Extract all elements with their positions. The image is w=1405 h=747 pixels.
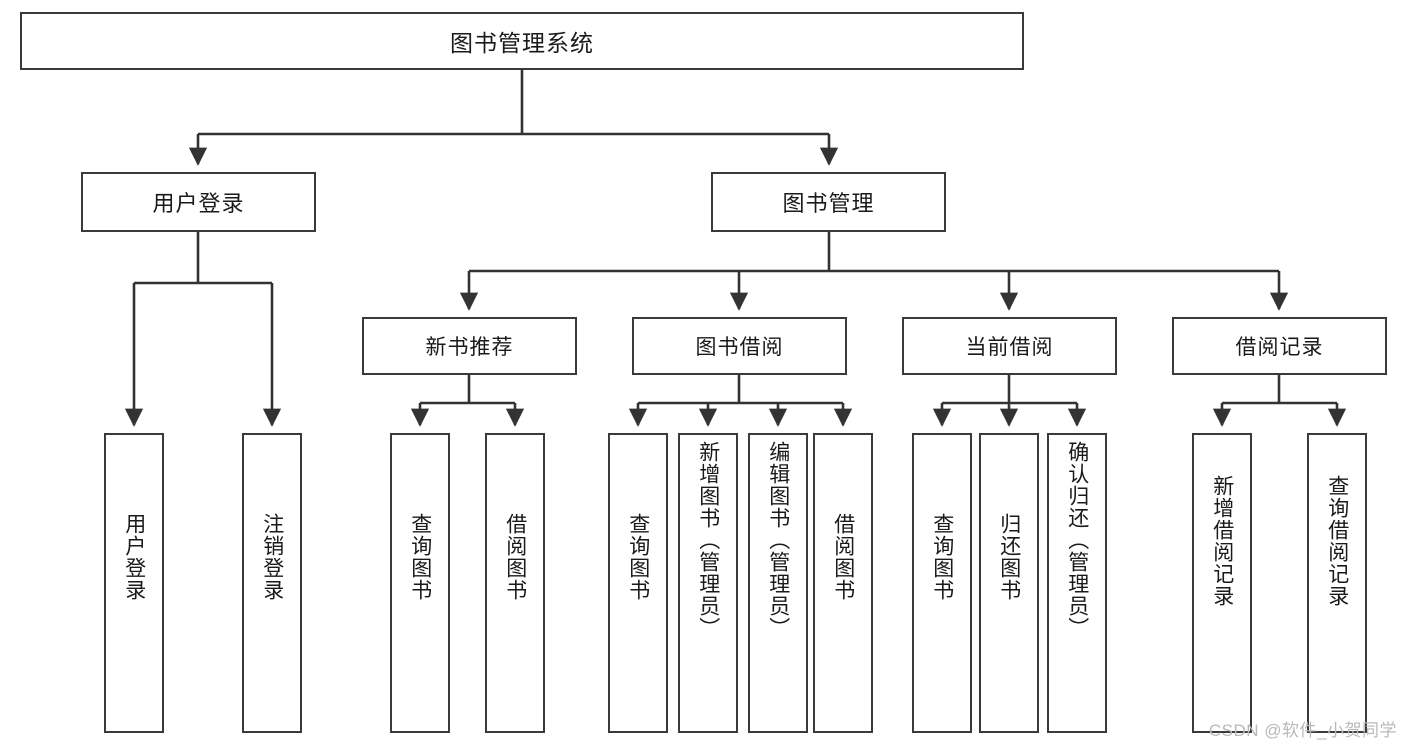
node-borrow-record[interactable]: 借阅记录: [1172, 317, 1387, 375]
node-leaf-add-book[interactable]: 新增图书（管理员）: [678, 433, 738, 733]
node-borrow-record-label: 借阅记录: [1235, 336, 1324, 359]
node-leaf-borrow-book-1-label: 借阅图书: [503, 513, 527, 601]
node-root-label: 图书管理系统: [450, 30, 594, 56]
node-current-borrow-label: 当前借阅: [965, 336, 1054, 359]
node-leaf-add-record-label: 新增借阅记录: [1210, 475, 1234, 607]
node-root[interactable]: 图书管理系统: [20, 12, 1024, 70]
node-leaf-query-record-label: 查询借阅记录: [1325, 475, 1349, 607]
csdn-watermark: CSDN @软件_小贺同学: [1208, 721, 1397, 740]
node-leaf-query-book-3[interactable]: 查询图书: [912, 433, 972, 733]
node-new-book-recommend[interactable]: 新书推荐: [362, 317, 577, 375]
node-leaf-add-record[interactable]: 新增借阅记录: [1192, 433, 1252, 733]
node-book-borrow[interactable]: 图书借阅: [632, 317, 847, 375]
node-leaf-query-record[interactable]: 查询借阅记录: [1307, 433, 1367, 733]
node-leaf-confirm-return-label: 确认归还（管理员）: [1065, 441, 1089, 639]
node-leaf-add-book-label: 新增图书（管理员）: [696, 441, 720, 639]
node-leaf-return-book-label: 归还图书: [997, 513, 1021, 601]
node-new-book-recommend-label: 新书推荐: [425, 336, 514, 359]
node-leaf-edit-book[interactable]: 编辑图书（管理员）: [748, 433, 808, 733]
node-leaf-query-book-1-label: 查询图书: [408, 513, 432, 601]
node-leaf-query-book-1[interactable]: 查询图书: [390, 433, 450, 733]
node-user-login[interactable]: 用户登录: [81, 172, 316, 232]
node-leaf-borrow-book-2-label: 借阅图书: [831, 513, 855, 601]
node-current-borrow[interactable]: 当前借阅: [902, 317, 1117, 375]
node-leaf-query-book-3-label: 查询图书: [930, 513, 954, 601]
node-user-login-label: 用户登录: [152, 191, 245, 216]
node-leaf-logout-login-label: 注销登录: [260, 513, 284, 601]
node-leaf-borrow-book-2[interactable]: 借阅图书: [813, 433, 873, 733]
node-leaf-query-book-2[interactable]: 查询图书: [608, 433, 668, 733]
node-leaf-user-login[interactable]: 用户登录: [104, 433, 164, 733]
node-leaf-logout-login[interactable]: 注销登录: [242, 433, 302, 733]
node-book-management[interactable]: 图书管理: [711, 172, 946, 232]
node-leaf-borrow-book-1[interactable]: 借阅图书: [485, 433, 545, 733]
node-leaf-user-login-label: 用户登录: [122, 513, 146, 601]
node-leaf-confirm-return[interactable]: 确认归还（管理员）: [1047, 433, 1107, 733]
node-book-management-label: 图书管理: [782, 191, 875, 216]
node-book-borrow-label: 图书借阅: [695, 336, 784, 359]
node-leaf-query-book-2-label: 查询图书: [626, 513, 650, 601]
node-leaf-return-book[interactable]: 归还图书: [979, 433, 1039, 733]
node-leaf-edit-book-label: 编辑图书（管理员）: [766, 441, 790, 639]
